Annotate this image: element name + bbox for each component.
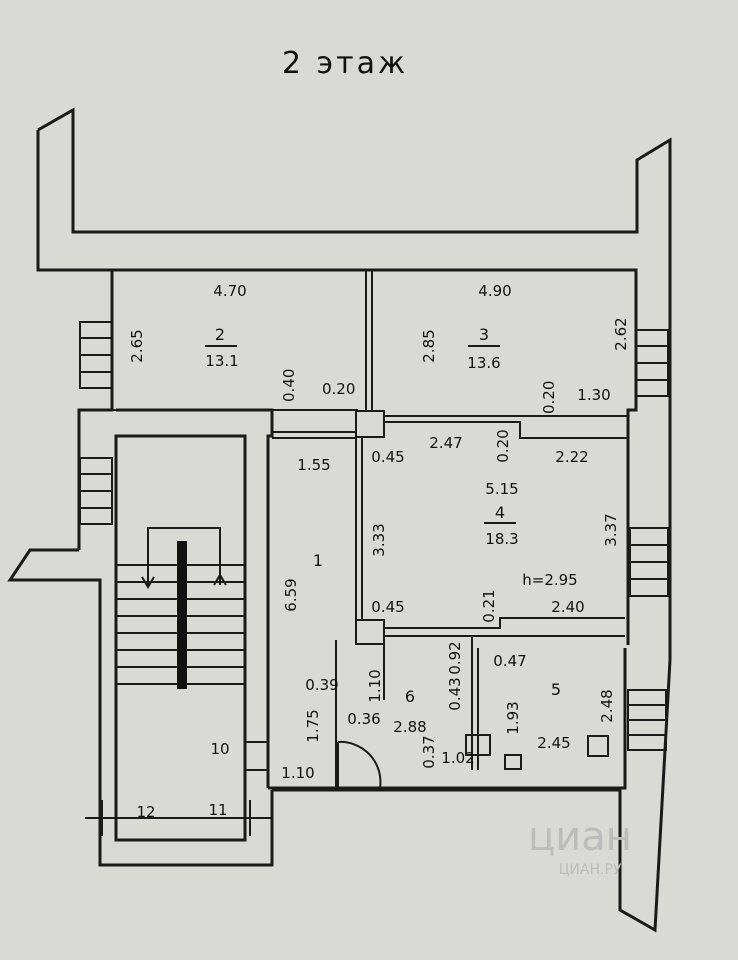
dim-r4-c: 0.20 [494, 429, 512, 462]
room-6-number: 6 [405, 687, 415, 706]
staircase [85, 527, 272, 836]
dim-r3-width: 4.90 [478, 282, 511, 300]
room-6-area: 2.88 [393, 718, 426, 736]
dim-r1-height: 6.59 [282, 578, 300, 611]
room-1-number: 1 [313, 551, 323, 570]
dim-r1-b: 0.39 [305, 676, 338, 694]
dim-r4-left: 3.33 [370, 523, 388, 556]
dim-r1-a: 1.75 [304, 709, 322, 742]
dim-r3-b: 1.30 [577, 386, 610, 404]
dim-r4-width: 5.15 [485, 480, 518, 498]
dim-r4-f: 0.21 [480, 589, 498, 622]
room-5-number: 5 [551, 680, 561, 699]
room-3-area: 13.6 [467, 354, 500, 372]
stair-label-12: 12 [136, 803, 155, 821]
dim-r1-top: 1.55 [297, 456, 330, 474]
stair-label-10: 10 [210, 740, 229, 758]
dim-r1-bottom: 1.10 [281, 764, 314, 782]
dim-r4-right: 3.37 [602, 513, 620, 546]
room-3-number: 3 [479, 325, 489, 344]
dim-r2-a: 0.40 [280, 369, 298, 402]
dim-r3-height-left: 2.85 [420, 329, 438, 362]
dim-r2-width: 4.70 [213, 282, 246, 300]
dim-r6-e: 1.02 [441, 749, 474, 767]
room-4-area: 18.3 [485, 530, 518, 548]
dim-r3-a: 0.20 [540, 381, 558, 414]
floor-title: 2 этаж [282, 46, 408, 81]
dim-r6-b: 0.43 [446, 677, 464, 710]
dim-r4-d: 2.22 [555, 448, 588, 466]
dim-r5-a: 0.47 [493, 652, 526, 670]
dim-r6-d: 0.37 [420, 735, 438, 768]
room-4-number: 4 [495, 503, 505, 522]
room-4-height: h=2.95 [522, 571, 577, 589]
interior-walls [112, 270, 628, 789]
dim-r1-c: 1.10 [366, 669, 384, 702]
watermark-logo: циан [528, 814, 632, 860]
dim-r2-height: 2.65 [128, 329, 146, 362]
watermark-sub: ЦИАН.РУ [559, 862, 622, 878]
dim-r4-b: 2.47 [429, 434, 462, 452]
dim-r5-b: 1.93 [504, 701, 522, 734]
dim-r2-b: 0.20 [322, 380, 355, 398]
room-5-area: 2.45 [537, 734, 570, 752]
dim-r3-height-right: 2.62 [612, 317, 630, 350]
dim-r5-c: 2.48 [598, 689, 616, 722]
windows [79, 321, 669, 751]
dim-r6-a: 0.92 [446, 641, 464, 674]
dim-r4-e: 0.45 [371, 598, 404, 616]
dim-r4-g: 2.40 [551, 598, 584, 616]
stair-label-11: 11 [208, 801, 227, 819]
room-2-area: 13.1 [205, 352, 238, 370]
dim-r6-c: 0.36 [347, 710, 380, 728]
dim-r4-a: 0.45 [371, 448, 404, 466]
room-2-number: 2 [215, 325, 225, 344]
building-walls [7, 107, 672, 933]
